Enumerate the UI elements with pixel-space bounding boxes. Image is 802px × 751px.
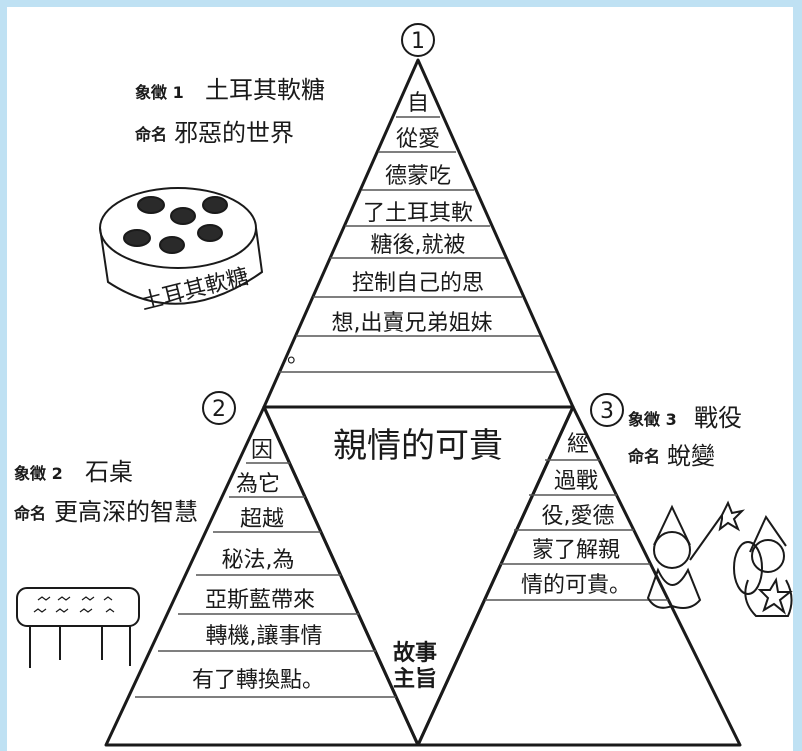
top-line: 了土耳其軟: [363, 201, 473, 226]
annotation-name-1: 命名 邪惡的世界: [134, 119, 294, 147]
top-line: 。: [287, 343, 309, 368]
svg-text:2: 2: [212, 397, 226, 422]
right-line: 過戰: [554, 469, 598, 494]
top-line: 糖後,就被: [371, 233, 466, 258]
annotation-name-3: 命名 蛻變: [627, 442, 715, 470]
stone-table-icon: [16, 587, 140, 668]
annotation-symbol-3: 象徵 3 戰役: [628, 404, 742, 432]
left-line: 有了轉換點。: [192, 668, 324, 693]
circled-number-3: 3: [590, 393, 624, 427]
symbol-2-value: 石桌: [85, 458, 133, 486]
left-triangle-text: 因 為它 超越 秘法,為 亞斯藍帶來 轉機,讓事情 有了轉換點。: [192, 438, 324, 693]
battle-figures-icon: [646, 500, 793, 617]
annotation-name-2: 命名 更高深的智慧: [13, 498, 198, 526]
left-line: 因: [251, 438, 273, 463]
right-line: 役,愛德: [542, 504, 615, 529]
symbol-2-label: 象徵 2: [14, 464, 63, 483]
paper: [7, 7, 793, 751]
symbol-1-value: 土耳其軟糖: [205, 76, 325, 104]
annotation-symbol-2: 象徵 2 石桌: [14, 458, 133, 486]
top-triangle-text: 自 從愛 德蒙吃 了土耳其軟 糖後,就被 控制自己的思 想,出賣兄弟姐妹 。: [287, 91, 493, 368]
story-tag-line-2: 主旨: [393, 667, 437, 692]
right-ruling-lines: [485, 459, 668, 601]
symbol-3-label: 象徵 3: [628, 410, 677, 429]
top-line: 自: [407, 91, 429, 116]
name-2-value: 更高深的智慧: [54, 498, 198, 526]
name-2-label: 命名: [13, 504, 46, 523]
name-1-value: 邪惡的世界: [174, 119, 294, 147]
annotation-symbol-1: 象徵 1 土耳其軟糖: [135, 76, 325, 104]
right-line: 經: [567, 432, 589, 457]
symbol-1-label: 象徵 1: [135, 83, 184, 102]
center-title: 親情的可貴: [333, 426, 503, 466]
right-line: 蒙了解親: [532, 538, 620, 563]
left-line: 秘法,為: [222, 548, 295, 573]
top-ruling-lines: [279, 116, 556, 373]
top-line: 控制自己的思: [352, 271, 484, 296]
circled-number-1: 1: [401, 23, 435, 57]
svg-text:1: 1: [411, 29, 425, 54]
right-line: 情的可貴。: [521, 573, 631, 598]
left-ruling-lines: [135, 462, 396, 698]
svg-text:3: 3: [600, 399, 614, 424]
top-line: 從愛: [396, 127, 440, 152]
name-3-value: 蛻變: [667, 442, 715, 470]
left-line: 超越: [240, 507, 284, 532]
circled-number-2: 2: [202, 391, 236, 425]
story-tag-line-1: 故事: [393, 640, 437, 666]
name-1-label: 命名: [134, 125, 167, 144]
story-theme-tag: 故事 主旨: [393, 640, 437, 692]
name-3-label: 命名: [627, 447, 660, 466]
top-line: 想,出賣兄弟姐妹: [332, 311, 493, 336]
left-line: 轉機,讓事情: [206, 624, 323, 649]
left-line: 為它: [236, 472, 280, 497]
left-line: 亞斯藍帶來: [205, 588, 315, 613]
top-line: 德蒙吃: [385, 164, 451, 189]
left-triangle: [104, 405, 420, 747]
right-triangle-text: 經 過戰 役,愛德 蒙了解親 情的可貴。: [521, 432, 631, 598]
symbol-3-value: 戰役: [694, 404, 742, 432]
